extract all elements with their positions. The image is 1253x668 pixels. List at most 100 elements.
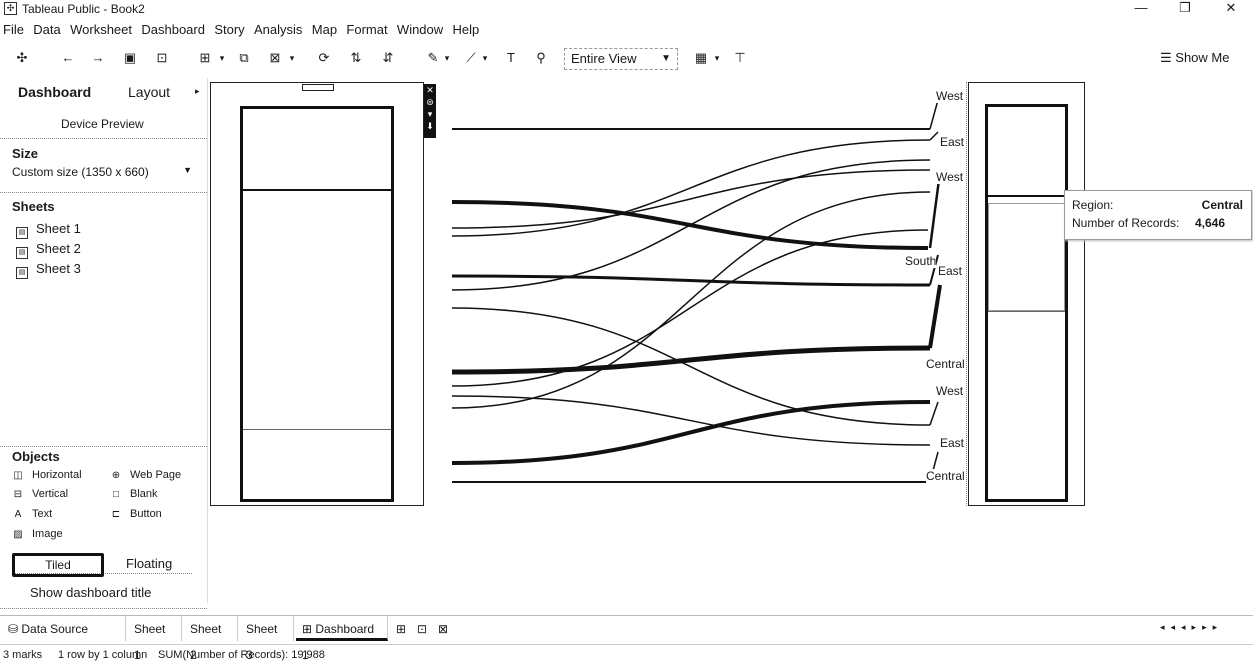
show-cards-dropdown-icon[interactable]: ▾ [714,53,720,63]
new-data-source-icon[interactable]: ⊡ [156,50,168,65]
sort-ascending-icon[interactable]: ⇅ [350,50,362,65]
show-dashboard-title-checkbox[interactable]: Show dashboard title [30,585,152,600]
database-icon: ⛁ [8,622,22,636]
chevron-down-icon: ▼ [661,53,671,64]
group-icon[interactable]: ⟋ [466,50,476,65]
presentation-mode-icon[interactable]: ⊤ [734,50,746,65]
worksheet-icon: ▤ [16,267,28,279]
tab-sheet-1[interactable]: Sheet 1 [128,616,182,662]
divider [0,138,207,139]
tab-label: Dashboard 1 [302,622,375,662]
clear-sheet-icon[interactable]: ⊠ [269,50,281,65]
filter-icon[interactable]: ⊜ [426,97,434,107]
tooltip-records-label: Number of Records: [1072,216,1180,230]
clear-dropdown-icon[interactable]: ▾ [289,53,295,63]
new-worksheet-dropdown-icon[interactable]: ▾ [219,53,225,63]
restore-button[interactable]: ❐ [1179,0,1191,15]
close-button[interactable]: ✕ [1225,0,1237,15]
show-cards-icon[interactable]: ▦ [694,50,708,65]
device-preview-button[interactable]: Device Preview [61,117,144,131]
swap-icon[interactable]: ⟳ [318,50,330,65]
menu-format[interactable]: Format [346,22,388,37]
duplicate-icon[interactable]: ⧉ [239,50,249,65]
tiled-toggle[interactable]: Tiled [12,553,104,577]
undo-icon[interactable]: ← [61,50,75,65]
object-image[interactable]: ▨Image [12,528,62,540]
tab-sheet-3[interactable]: Sheet 3 [240,616,294,662]
new-story-tab-icon[interactable]: ⊠ [438,622,449,636]
floating-toggle[interactable]: Floating [126,556,173,571]
sheet-list-item[interactable]: ▤Sheet 2 [16,241,81,259]
drag-arrow-icon[interactable]: ⬇ [426,121,434,131]
sheet-list-item[interactable]: ▤ Sheet 1 [16,221,81,239]
menu-dashboard[interactable]: Dashboard [141,22,205,37]
flow-link [451,139,931,237]
sheet-tabs-bar: ⛁ Data Source Sheet 1 Sheet 2 Sheet 3 ⊞ … [0,615,1253,662]
bar-segment-central-hover[interactable] [988,203,1065,311]
panel-splitter[interactable] [207,78,208,603]
menu-analysis[interactable]: Analysis [254,22,303,37]
fix-axes-icon[interactable]: ⚲ [536,50,546,65]
menu-worksheet[interactable]: Worksheet [70,22,133,37]
object-vertical[interactable]: ⊟Vertical [12,488,68,500]
tab-data-source[interactable]: ⛁ Data Source [2,616,126,641]
zone-controls[interactable]: ✕ ⊜ ▾ ⬇ [424,84,436,138]
minimize-button[interactable]: — [1134,0,1148,15]
redo-icon[interactable]: → [91,50,105,65]
object-label: Vertical [32,488,69,500]
menu-data[interactable]: Data [33,22,61,37]
dashboard-side-panel: Dashboard Layout ▸ Device Preview Size C… [0,78,207,609]
sheet-name: Sheet 3 [36,261,81,276]
new-worksheet-icon[interactable]: ⊞ [199,50,211,65]
show-me-icon: ☰ [1160,50,1172,65]
left-bar-zone[interactable] [210,82,424,506]
bar-segment-divider [988,311,1065,312]
show-me-label: Show Me [1175,50,1230,65]
region-label: West [936,89,964,103]
drag-handle[interactable] [302,84,334,91]
sort-descending-icon[interactable]: ⇵ [382,50,394,65]
stacked-bar-left[interactable] [240,106,394,502]
object-horizontal[interactable]: ◫Horizontal [12,469,81,481]
tab-layout[interactable]: Layout [128,84,171,100]
sheet-list-item[interactable]: ▤ Sheet 3 [16,261,81,279]
size-select[interactable]: Custom size (1350 x 660) ▼ [12,165,194,179]
labels-icon[interactable]: T [507,50,515,65]
object-button[interactable]: ⊏Button [110,508,162,520]
highlight-dropdown-icon[interactable]: ▾ [444,53,450,63]
region-label: East [940,436,965,450]
right-bar-zone[interactable] [968,82,1085,506]
text-icon: A [14,509,22,520]
save-icon[interactable]: ▣ [123,50,137,65]
menu-window[interactable]: Window [396,22,444,37]
tab-scroll-arrows-icon[interactable]: ◂◂◂▸▸▸ [1160,622,1224,632]
worksheet-icon: ▤ [16,227,28,239]
toolbar: ✣ ← → ▣ ⊡ ⊞ ▾ ⧉ ⊠ ▾ ⟳ ⇅ ⇵ ✎ ▾ ⟋ ▾ T ⚲ En… [0,46,1253,72]
region-label: West [936,170,964,184]
highlight-icon[interactable]: ✎ [427,50,439,65]
panel-menu-icon[interactable]: ▸ [195,86,200,96]
menu-help[interactable]: Help [452,22,480,37]
tableau-logo-icon[interactable]: ✣ [16,50,28,65]
menu-map[interactable]: Map [311,22,338,37]
region-label: East [938,264,963,278]
more-options-icon[interactable]: ▾ [427,109,433,119]
group-dropdown-icon[interactable]: ▾ [482,53,488,63]
tab-dashboard[interactable]: Dashboard [18,84,92,100]
object-web-page[interactable]: ⊕Web Page [110,469,181,481]
show-me-button[interactable]: ☰ Show Me [1160,48,1240,68]
tab-sheet-2[interactable]: Sheet 2 [184,616,238,662]
stacked-bar-right[interactable] [985,104,1068,502]
menu-file[interactable]: File [3,22,24,37]
sheet-name: Sheet 1 [36,221,81,236]
tab-dashboard-1[interactable]: ⊞ Dashboard 1 [296,616,388,662]
remove-zone-icon[interactable]: ✕ [426,85,434,95]
new-dashboard-tab-icon[interactable]: ⊡ [417,622,428,636]
new-worksheet-tab-icon[interactable]: ⊞ [396,622,407,636]
object-blank[interactable]: □Blank [110,488,158,500]
sum-records: SUM(Number of Records): 19,988 [158,649,325,661]
fit-view-select[interactable]: Entire View ▼ [564,48,678,70]
menu-story[interactable]: Story [214,22,245,37]
tooltip-records-value: 4,646 [1195,216,1226,230]
